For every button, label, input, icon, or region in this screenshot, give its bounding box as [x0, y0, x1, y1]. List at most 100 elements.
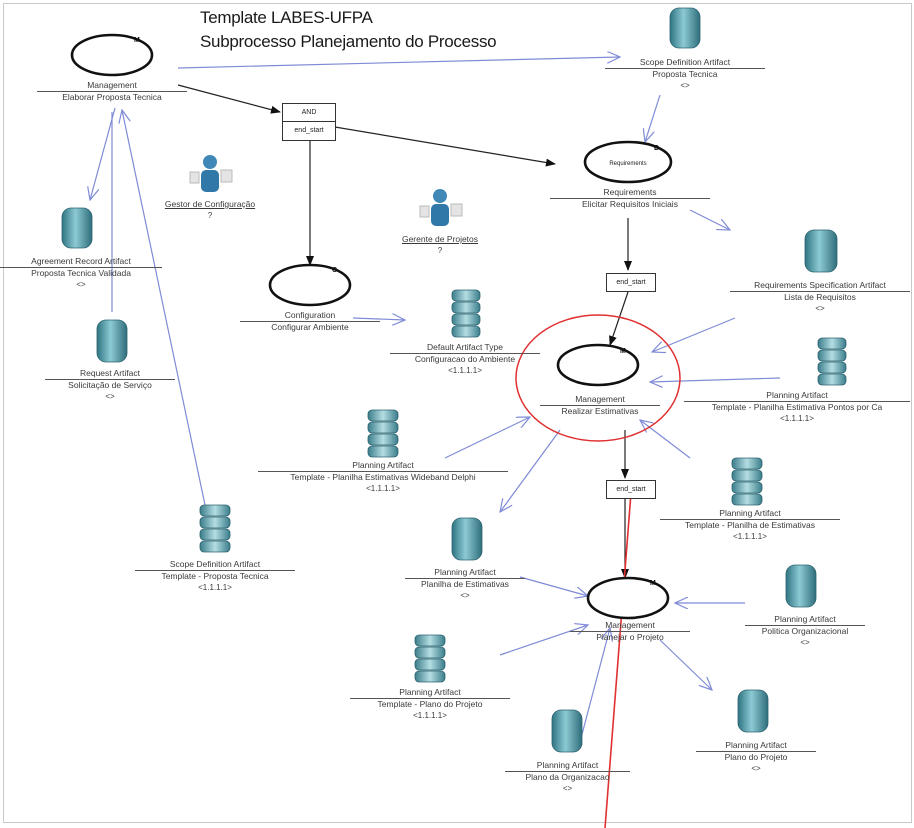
artifact-scope-top[interactable]: Scope Definition Artifact Proposta Tecni…	[605, 57, 765, 91]
gate-end-start-1[interactable]: end_start	[606, 273, 656, 292]
artifact-tmplproj[interactable]: Planning Artifact Template - Plano do Pr…	[350, 687, 510, 721]
artifact-scope-tmpl-icon[interactable]	[199, 504, 231, 553]
activity-planejar[interactable]: Management Planejar o Projeto	[570, 620, 690, 643]
activity-configurar-icon[interactable]	[268, 263, 352, 307]
flow-requisitos-to-reqspec	[689, 209, 730, 230]
artifact-pontos-icon[interactable]	[817, 337, 847, 386]
flow-reqspec-to-estimativas	[652, 317, 736, 352]
activity-estimativas-icon[interactable]	[556, 343, 640, 387]
activity-estimativas[interactable]: Management Realizar Estimativas	[540, 394, 660, 417]
artifact-type: Planning Artifact	[399, 687, 461, 697]
activity-elaborar-icon[interactable]	[70, 33, 154, 77]
artifact-tmplproj-icon[interactable]	[414, 634, 446, 683]
artifact-default-icon[interactable]	[451, 289, 481, 338]
artifact-scope-tmpl[interactable]: Scope Definition Artifact Template - Pro…	[135, 559, 295, 593]
flow-planest-to-planejar	[519, 576, 588, 596]
artifact-tag: <>	[751, 764, 761, 773]
role-gestor-mult: ?	[207, 211, 213, 220]
artifact-name: Plano da Organizacao	[505, 771, 630, 783]
flow-planorg-to-planejar	[579, 628, 610, 743]
flow-elaborar-to-scope	[177, 57, 620, 69]
artifact-tag: <1.1.1.1>	[780, 414, 814, 423]
artifact-planest[interactable]: Planning Artifact Planilha de Estimativa…	[405, 567, 525, 601]
artifact-tmplest[interactable]: Planning Artifact Template - Planilha de…	[660, 508, 840, 542]
activity-requisitos[interactable]: Requirements Elicitar Requisitos Iniciai…	[550, 187, 710, 210]
highlight-line	[604, 479, 633, 828]
artifact-tag: <1.1.1.1>	[733, 532, 767, 541]
artifact-planproj[interactable]: Planning Artifact Plano do Projeto <>	[696, 740, 816, 774]
artifact-planorg[interactable]: Planning Artifact Plano da Organizacao <…	[505, 760, 630, 794]
activity-planejar-icon[interactable]	[586, 576, 670, 620]
flow-configurar-to-default	[352, 318, 405, 320]
artifact-name: Template - Proposta Tecnica	[135, 570, 295, 582]
artifact-name: Template - Planilha de Estimativas	[660, 519, 840, 531]
artifact-tag: <1.1.1.1>	[366, 484, 400, 493]
activity-elaborar-corner: M	[134, 37, 140, 44]
diagram-title: Template LABES-UFPA	[200, 8, 373, 27]
artifact-type: Agreement Record Artifact	[31, 256, 131, 266]
artifact-tag: <>	[562, 784, 573, 793]
flow-estimativas-to-planest	[500, 429, 561, 512]
artifact-planproj-icon[interactable]	[737, 689, 769, 733]
control-and-to-requisitos	[334, 126, 556, 167]
artifact-politica-icon[interactable]	[785, 564, 817, 608]
artifact-tag: <>	[815, 304, 825, 313]
artifact-agreement-icon[interactable]	[61, 207, 93, 249]
artifact-type: Request Artifact	[79, 368, 140, 378]
flow-planejar-to-planproj	[659, 639, 712, 690]
artifact-type: Planning Artifact	[719, 508, 781, 518]
role-gestor-icon	[189, 155, 233, 192]
artifact-type: Scope Definition Artifact	[169, 559, 261, 569]
artifact-wideband-icon[interactable]	[367, 409, 399, 458]
object-flows	[90, 57, 781, 743]
activity-planejar-name: Planejar o Projeto	[570, 631, 690, 643]
artifact-politica[interactable]: Planning Artifact Politica Organizaciona…	[745, 614, 865, 648]
artifact-scope-top-icon[interactable]	[669, 7, 701, 49]
role-gerente-icon	[419, 189, 463, 226]
artifact-name: Planilha de Estimativas	[405, 578, 525, 590]
artifact-name: Template - Planilha Estimativas Wideband…	[258, 471, 508, 483]
artifact-type: Planning Artifact	[434, 567, 496, 577]
artifact-type: Planning Artifact	[725, 740, 787, 750]
activity-configurar[interactable]: Configuration Configurar Ambiente	[240, 310, 380, 333]
artifact-name: Lista de Requisitos	[730, 291, 910, 303]
requisitos-badge: Requirements	[609, 161, 646, 167]
activity-elaborar-name: Elaborar Proposta Tecnica	[37, 91, 187, 103]
artifact-reqspec[interactable]: Requirements Specification Artifact List…	[730, 280, 910, 314]
control-es1-to-estimativas	[609, 291, 629, 346]
diagram-subtitle: Subprocesso Planejamento do Processo	[200, 32, 497, 51]
artifact-name: Politica Organizacional	[745, 625, 865, 637]
artifact-planest-icon[interactable]	[451, 517, 483, 561]
flow-scope-to-requisitos	[645, 94, 661, 142]
flow-tmplproj-to-planejar	[499, 625, 588, 656]
artifact-type: Scope Definition Artifact	[639, 57, 731, 67]
gate-and[interactable]: AND end_start	[282, 103, 336, 141]
artifact-request-icon[interactable]	[96, 319, 128, 363]
role-gestor[interactable]: Gestor de Configuração ?	[145, 199, 275, 221]
artifact-tmplest-icon[interactable]	[731, 457, 763, 506]
artifact-agreement[interactable]: Agreement Record Artifact Proposta Tecni…	[0, 256, 162, 290]
gate-end-start-2[interactable]: end_start	[606, 480, 656, 499]
artifact-pontos[interactable]: Planning Artifact Template - Planilha Es…	[684, 390, 910, 424]
artifact-name: Solicitação de Serviço	[45, 379, 175, 391]
flow-elaborar-to-agreement	[90, 107, 116, 200]
artifact-wideband[interactable]: Planning Artifact Template - Planilha Es…	[258, 460, 508, 494]
role-gestor-name: Gestor de Configuração	[164, 199, 256, 209]
artifact-reqspec-icon[interactable]	[804, 229, 838, 273]
role-gerente-name: Gerente de Projetos	[401, 234, 479, 244]
artifact-name: Template - Plano do Projeto	[350, 698, 510, 710]
artifact-planorg-icon[interactable]	[551, 709, 583, 753]
activity-elaborar[interactable]: Management Elaborar Proposta Tecnica	[37, 80, 187, 103]
activity-estimativas-corner: M	[620, 348, 626, 355]
artifact-name: Proposta Tecnica Validada	[0, 267, 162, 279]
activity-planejar-corner: M	[650, 580, 656, 587]
artifact-tag: <>	[105, 392, 115, 401]
artifact-name: Plano do Projeto	[696, 751, 816, 763]
role-gerente-mult: ?	[437, 246, 443, 255]
activity-requisitos-icon[interactable]	[583, 140, 673, 184]
role-gerente[interactable]: Gerente de Projetos ?	[380, 234, 500, 256]
artifact-request[interactable]: Request Artifact Solicitação de Serviço …	[45, 368, 175, 402]
artifact-tag: <1.1.1.1>	[413, 711, 447, 720]
artifact-default[interactable]: Default Artifact Type Configuracao do Am…	[390, 342, 540, 376]
